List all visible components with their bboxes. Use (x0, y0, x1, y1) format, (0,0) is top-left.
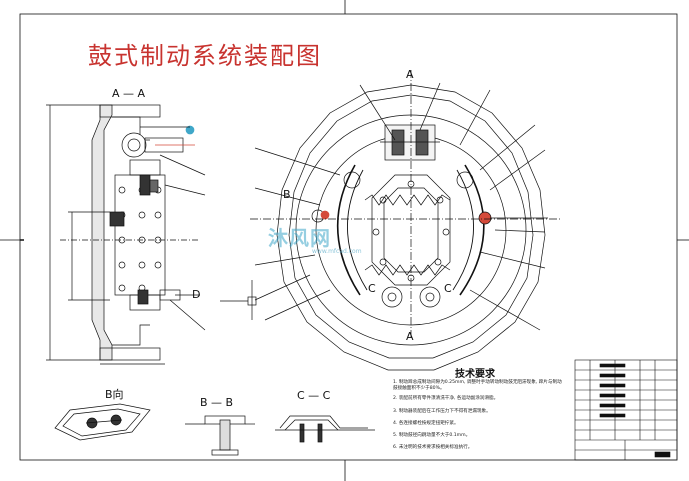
label-view-cc: C — C (297, 389, 331, 402)
detail-view-bb (185, 415, 255, 456)
label-cut-a-top: A (406, 68, 414, 81)
watermark-url: www.mfcad.com (312, 248, 362, 255)
label-cut-b: B (283, 188, 291, 201)
tech-note: 3. 制动器装配后在工作压力下不得有泄漏现象。 (393, 409, 491, 414)
watermark-logo: 沐风网 (268, 226, 331, 250)
drawing-title: 鼓式制动系统装配图 (88, 42, 322, 70)
label-cut-c-left: C (368, 282, 376, 295)
label-view-bb: B — B (200, 396, 234, 409)
label-aa-view: A — A (112, 87, 146, 100)
tech-note: 6. 未注明的技术要求按相关标准执行。 (393, 445, 473, 450)
hub-bolts (118, 186, 162, 292)
tech-note: 2. 装配前所有零件须清洗干净, 各运动副涂润滑脂。 (393, 396, 499, 401)
title-block (574, 359, 678, 461)
detail-view-b (54, 403, 151, 441)
front-view (220, 70, 560, 371)
detail-view-cc (275, 415, 375, 443)
label-view-b: B向 (105, 388, 124, 401)
section-view-aa (46, 104, 206, 365)
label-cut-c-right: C (444, 282, 452, 295)
return-spring (364, 194, 451, 206)
label-cut-d: D (192, 288, 201, 301)
tech-note: 4. 各连接螺栓按规定扭矩拧紧。 (393, 421, 459, 426)
brake-shoe-left (336, 164, 361, 296)
tech-note: 1. 制动蹄总成制动间隙为0.25mm, 调整时手动转动制动鼓无阻滞现象, 蹄片… (393, 380, 562, 391)
drum-outer-polygon (276, 84, 546, 371)
tech-requirements-title: 技术要求 (455, 369, 495, 380)
tech-note: 5. 制动鼓径向跳动量不大于0.1mm。 (393, 433, 471, 438)
label-cut-a-bottom: A (406, 330, 414, 343)
